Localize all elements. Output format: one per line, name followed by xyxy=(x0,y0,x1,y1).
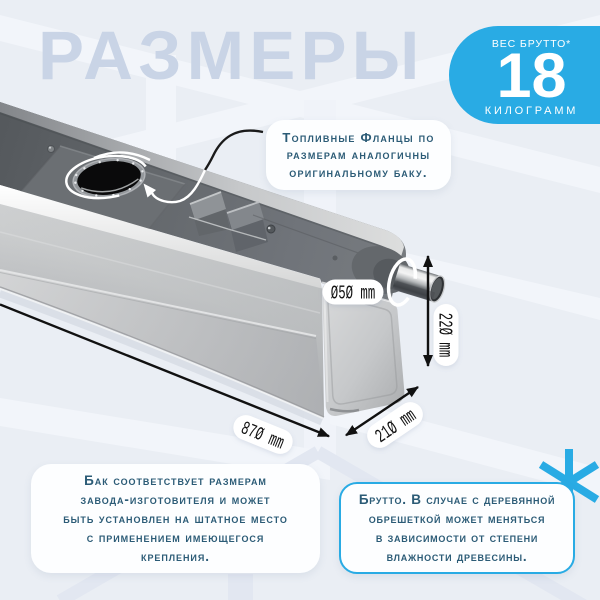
svg-text:22Ø mm: 22Ø mm xyxy=(434,313,455,357)
svg-text:Ø5Ø mm: Ø5Ø mm xyxy=(331,283,375,304)
